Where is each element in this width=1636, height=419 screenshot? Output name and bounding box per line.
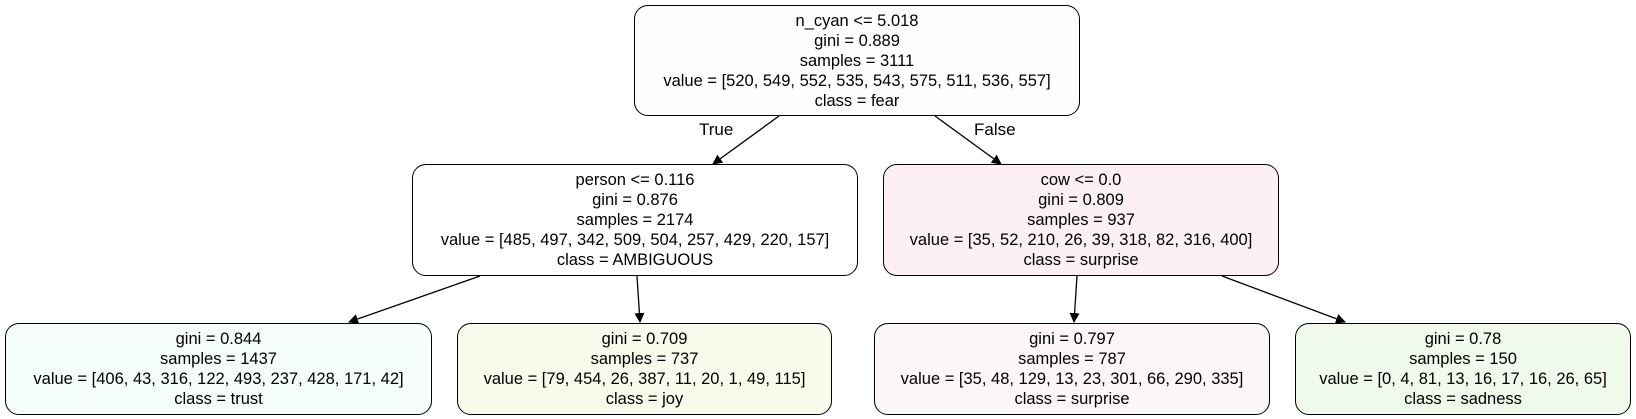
- node-gini: gini = 0.78: [1424, 330, 1502, 348]
- edge-left-lr: [634, 275, 645, 323]
- edge-label-true: True: [699, 120, 734, 139]
- node-value: value = [406, 43, 316, 122, 493, 237, 42…: [33, 370, 404, 388]
- node-samples: samples = 2174: [576, 211, 694, 229]
- node-class: class = surprise: [1023, 251, 1139, 269]
- node-samples: samples = 150: [1409, 350, 1517, 368]
- tree-node-right: cow <= 0.0 gini = 0.809 samples = 937 va…: [883, 164, 1279, 276]
- node-value: value = [79, 454, 26, 387, 11, 20, 1, 49…: [483, 370, 806, 388]
- edge-root-left: [712, 115, 780, 165]
- node-class: class = sadness: [1404, 390, 1522, 408]
- node-split-condition: cow <= 0.0: [1040, 171, 1122, 189]
- edge-root-right: [934, 115, 1002, 165]
- tree-leaf-rr: gini = 0.78 samples = 150 value = [0, 4,…: [1295, 323, 1631, 415]
- node-value: value = [0, 4, 81, 13, 16, 17, 16, 26, 6…: [1319, 370, 1607, 388]
- edge-right-rr: [1221, 275, 1346, 324]
- node-gini: gini = 0.876: [592, 191, 678, 209]
- node-gini: gini = 0.844: [175, 330, 262, 348]
- node-class: class = AMBIGUOUS: [556, 251, 714, 269]
- node-gini: gini = 0.889: [814, 31, 900, 50]
- node-split-condition: person <= 0.116: [575, 171, 695, 189]
- edge-label-false: False: [974, 120, 1016, 139]
- edge-right-rl: [1069, 275, 1080, 323]
- node-samples: samples = 787: [1018, 350, 1126, 368]
- edge-left-ll: [348, 275, 481, 324]
- node-samples: samples = 1437: [160, 350, 277, 368]
- node-gini: gini = 0.809: [1038, 191, 1124, 209]
- node-value: value = [520, 549, 552, 535, 543, 575, 5…: [663, 71, 1051, 90]
- node-class: class = surprise: [1014, 390, 1130, 408]
- tree-node-left: person <= 0.116 gini = 0.876 samples = 2…: [412, 164, 858, 276]
- node-samples: samples = 937: [1027, 211, 1135, 229]
- node-class: class = joy: [605, 390, 684, 408]
- node-samples: samples = 3111: [799, 51, 915, 70]
- node-gini: gini = 0.797: [1029, 330, 1115, 348]
- node-gini: gini = 0.709: [601, 330, 688, 348]
- node-value: value = [35, 48, 129, 13, 23, 301, 66, 2…: [900, 370, 1244, 388]
- node-value: value = [485, 497, 342, 509, 504, 257, 4…: [440, 231, 830, 249]
- tree-leaf-ll: gini = 0.844 samples = 1437 value = [406…: [5, 323, 432, 415]
- tree-node-root: n_cyan <= 5.018 gini = 0.889 samples = 3…: [634, 5, 1080, 116]
- node-class: class = fear: [814, 91, 900, 110]
- node-class: class = trust: [174, 390, 263, 408]
- tree-leaf-lr: gini = 0.709 samples = 737 value = [79, …: [457, 323, 832, 415]
- node-split-condition: n_cyan <= 5.018: [795, 11, 919, 30]
- tree-leaf-rl: gini = 0.797 samples = 787 value = [35, …: [874, 323, 1270, 415]
- node-value: value = [35, 52, 210, 26, 39, 318, 82, 3…: [909, 231, 1253, 249]
- node-samples: samples = 737: [590, 350, 699, 368]
